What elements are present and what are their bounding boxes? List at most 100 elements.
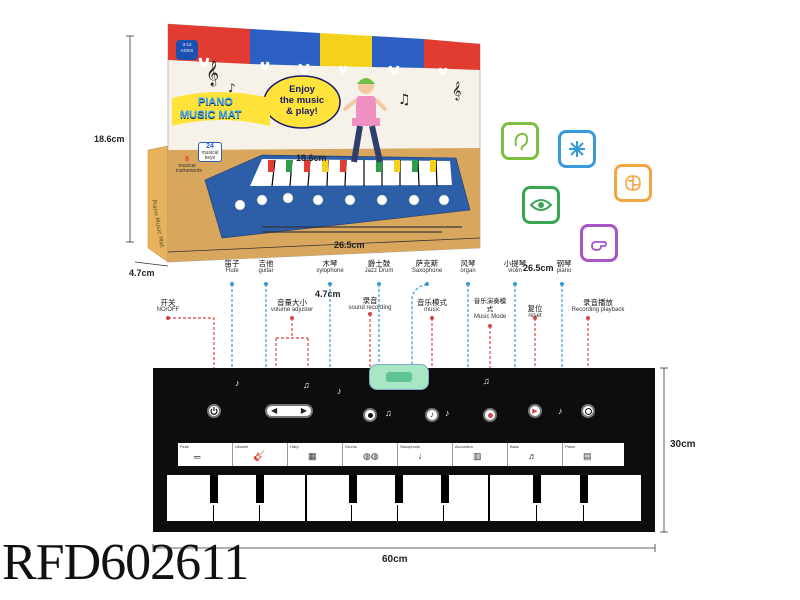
xylophone-icon: ▦: [308, 451, 317, 461]
keys-badge: 24 musical keys: [198, 142, 222, 162]
instrument-label: Ukulele: [235, 444, 249, 449]
label-recording-cn: 录音: [362, 296, 378, 305]
label-guitar: 吉他 guitar: [248, 259, 284, 275]
box-title: PIANO MUSIC MAT: [180, 96, 242, 122]
speaker-grille: [386, 372, 412, 382]
label-recording: 录音 sound recording: [340, 296, 400, 312]
instrument-strip: Flute═ Ukulele 🎸 Harp▦ Drums◍◍ Saxophone♩…: [178, 443, 624, 466]
piano-icon: ▤: [583, 451, 592, 461]
slogan-line-3: & play!: [286, 106, 318, 117]
label-guitar-cn: 吉他: [258, 259, 274, 268]
sparkle-icon: [558, 130, 596, 168]
keys-badge-line-3: keys: [204, 155, 216, 161]
black-key[interactable]: [254, 475, 266, 505]
label-flute: 笛子 Flute: [214, 259, 250, 275]
reset-button[interactable]: ▶: [528, 404, 542, 418]
label-playback-en: Recording playback: [571, 307, 625, 313]
label-violin: 小提琴 violin: [499, 259, 531, 275]
volume-adjuster[interactable]: ◀ ▶: [265, 404, 313, 418]
piano-mat: ◀ ▶ ♪ ▶ ♪ ♫ ♪ ♫ ♪ ♫ ♪ Flute═ Ukulele🎸 Ha…: [153, 364, 655, 532]
svg-text:♪: ♪: [228, 81, 236, 95]
slogan-line-1: Enjoy: [289, 84, 315, 95]
ear-icon: [501, 122, 539, 160]
white-key[interactable]: [584, 475, 641, 521]
music-mode-button[interactable]: ♪: [425, 408, 439, 422]
label-piano-cn: 钢琴: [556, 259, 572, 268]
black-key[interactable]: [393, 475, 405, 505]
music-play-mode-button[interactable]: [483, 408, 497, 422]
violin-icon: ♬: [528, 451, 537, 461]
power-button[interactable]: [207, 404, 221, 418]
note-icon: ♪: [337, 386, 342, 396]
white-key[interactable]: [537, 475, 584, 521]
instrument-label: Flute: [180, 444, 189, 449]
label-volume-en: volume adjuster: [270, 307, 314, 313]
black-key[interactable]: [208, 475, 220, 505]
instrument-accordion[interactable]: Accordion▥: [453, 443, 508, 466]
label-reset-en: reset: [528, 313, 542, 319]
note-icon: ♪: [558, 406, 563, 416]
box-title-line-2: MUSIC MAT: [180, 109, 242, 121]
instrument-label: Piano: [565, 444, 576, 449]
box-title-line-1: PIANO: [198, 96, 233, 108]
white-key[interactable]: [307, 475, 352, 521]
white-key[interactable]: [444, 475, 490, 521]
label-violin-en: violin: [508, 268, 522, 274]
power-icon: [210, 407, 218, 415]
label-music-play-mode: 音乐演奏模式 Music Mode: [466, 298, 514, 321]
label-power: 开关 NO/OFF: [148, 298, 188, 314]
guitar-icon: 🎸: [253, 451, 266, 462]
instrument-drums[interactable]: Drums◍◍: [343, 443, 398, 466]
saxophone-icon: ♩: [418, 451, 428, 462]
black-key[interactable]: [578, 475, 590, 505]
label-flute-cn: 笛子: [224, 259, 240, 268]
label-music-mode-cn: 音乐模式: [417, 298, 447, 307]
label-recording-en: sound recording: [348, 305, 392, 311]
white-key[interactable]: [490, 475, 537, 521]
label-saxophone-cn: 萨克斯: [415, 259, 439, 268]
note-icon: ♪: [445, 408, 450, 418]
label-flute-en: Flute: [225, 268, 239, 274]
label-xylophone-cn: 木琴: [322, 259, 338, 268]
keys-count: 24: [206, 143, 214, 150]
black-key[interactable]: [347, 475, 359, 505]
instrument-saxophone[interactable]: Saxophone♩: [398, 443, 453, 466]
speaker-icon: [369, 364, 429, 390]
accordion-icon: ▥: [473, 451, 482, 461]
black-key[interactable]: [531, 475, 543, 505]
label-xylophone-en: xylophone: [316, 268, 344, 274]
label-saxophone-en: Saxophone: [411, 268, 443, 274]
instrument-label: Accordion: [455, 444, 473, 449]
age-range: 3-12: [182, 42, 192, 47]
mat-width-dimension: 60cm: [382, 554, 408, 565]
note-icon: ♫: [483, 376, 490, 386]
white-key[interactable]: [260, 475, 307, 521]
label-piano: 钢琴 piano: [548, 259, 580, 275]
label-jazz-drum-cn: 爵士鼓: [367, 259, 391, 268]
box-top-width-dimension: 18.6cm: [296, 153, 327, 163]
white-key[interactable]: [167, 475, 214, 521]
instrument-bass[interactable]: Bass♬: [508, 443, 563, 466]
record-button[interactable]: [363, 408, 377, 422]
volume-down-icon[interactable]: ◀: [271, 406, 278, 415]
note-icon: ♫: [385, 408, 392, 418]
label-playback-cn: 录音播放: [583, 298, 613, 307]
instrument-flute[interactable]: Flute═: [178, 443, 233, 466]
volume-up-icon[interactable]: ▶: [300, 406, 307, 415]
label-volume: 音量大小 volume adjuster: [256, 298, 328, 314]
instrument-harp[interactable]: Harp▦: [288, 443, 343, 466]
label-reset: 复位 reset: [520, 304, 550, 320]
box-slogan: Enjoy the music & play!: [270, 84, 334, 117]
svg-text:𝄞: 𝄞: [452, 81, 461, 101]
label-power-cn: 开关: [160, 298, 176, 307]
age-label: AGES: [180, 48, 194, 53]
label-guitar-en: guitar: [258, 268, 274, 274]
instrument-piano[interactable]: Piano ▤: [563, 443, 618, 466]
playback-button[interactable]: [581, 404, 595, 418]
label-organ: 风琴 organ: [452, 259, 484, 275]
drum-icon: ◍◍: [363, 451, 379, 461]
white-key[interactable]: [352, 475, 398, 521]
black-key[interactable]: [439, 475, 451, 505]
label-music-play-mode-cn: 音乐演奏模式: [473, 298, 507, 313]
instrument-ukulele[interactable]: Ukulele 🎸: [233, 443, 288, 466]
